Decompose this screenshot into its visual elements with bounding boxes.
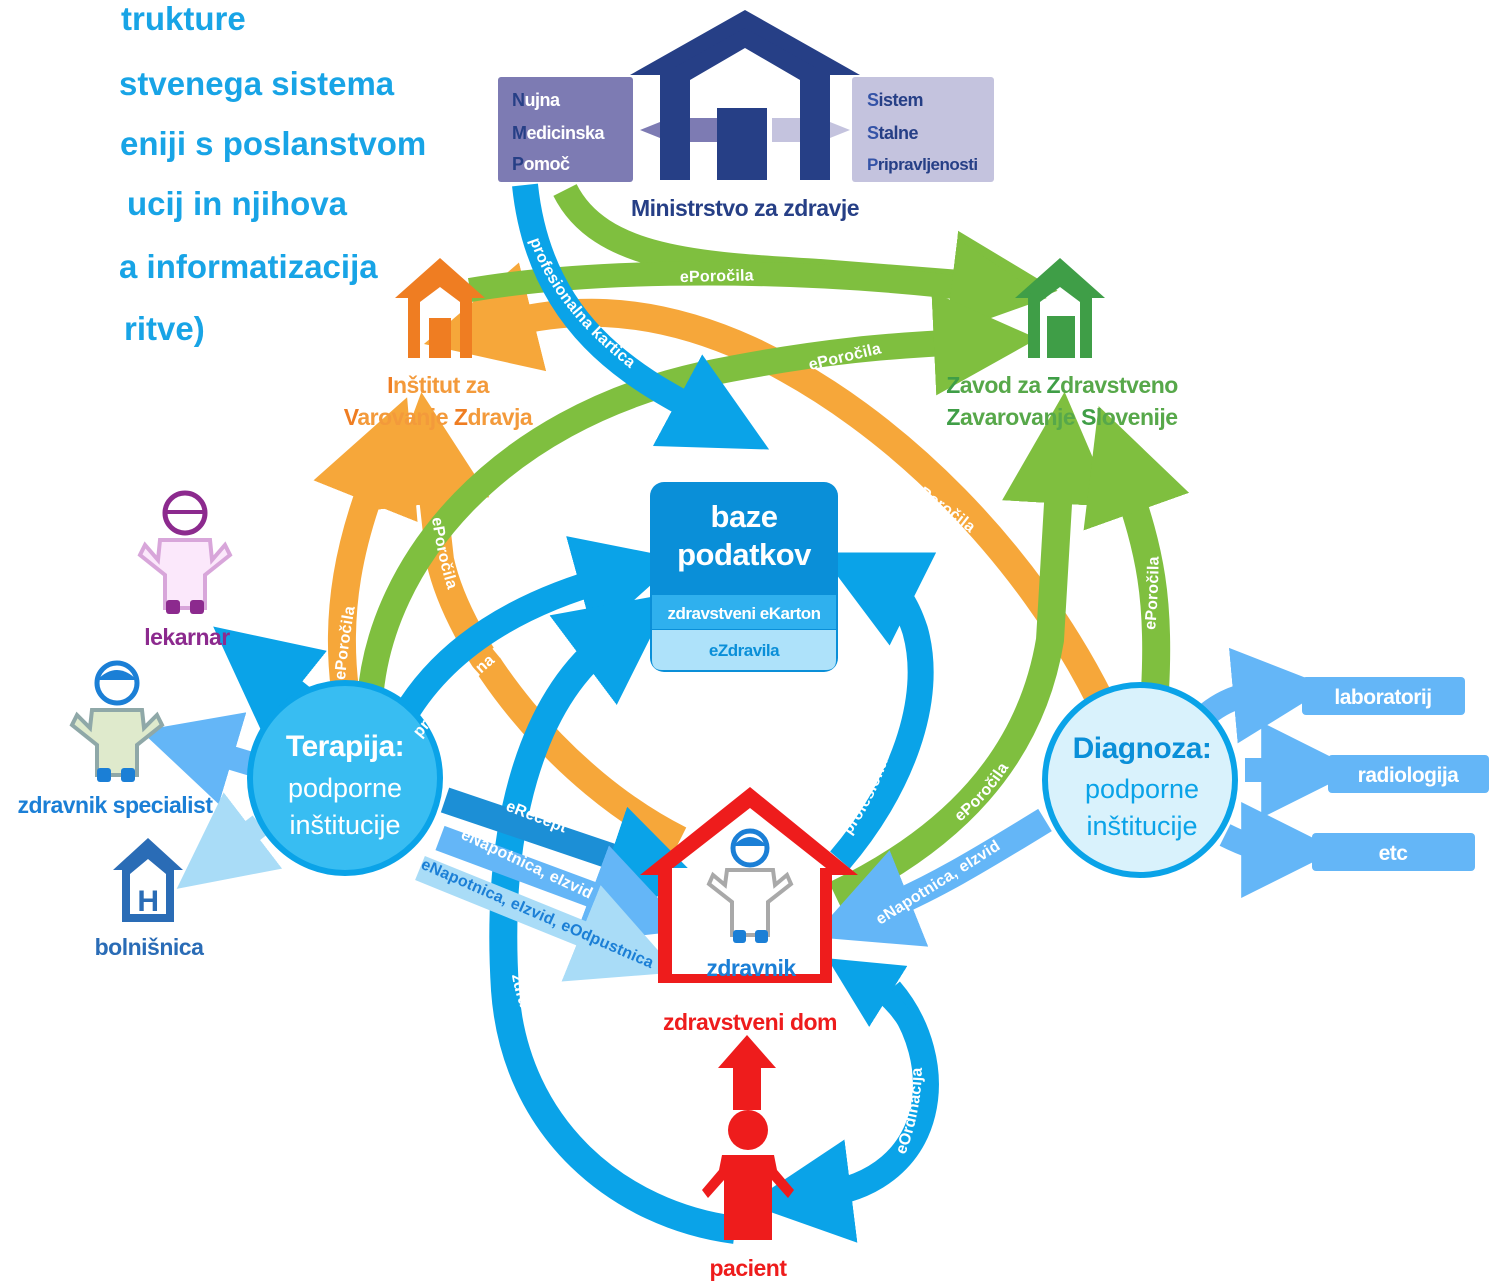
therapy-title: Terapija:: [286, 730, 404, 763]
flow-ivz-to-zzzs: [468, 238, 1047, 335]
services: laboratorij radiologija etc: [1302, 677, 1489, 871]
ekarton-label: zdravstveni eKarton: [668, 604, 821, 623]
hospital-sign: H: [137, 885, 158, 918]
zzzs-line-1: Zavod za Zdravstveno: [946, 372, 1178, 398]
flow-diagnosis-to-etc: [1219, 801, 1338, 898]
diagnosis-circle: [1042, 682, 1238, 878]
flow-doctor-to-databases: [819, 552, 937, 869]
laboratory-label: laboratorij: [1334, 686, 1431, 709]
title-line-2: stvenega sistema: [119, 65, 395, 102]
flow-diagnosis-to-zzzs: [1083, 406, 1190, 691]
hospital-label: bolnišnica: [95, 934, 204, 960]
flow-enapotnica-diagnosis: [812, 808, 1052, 947]
databases-title-2: podatkov: [677, 537, 812, 572]
specialist-label: zdravnik specialist: [17, 792, 213, 818]
zzzs-house-door: [1047, 316, 1075, 358]
flow-therapy-to-ivz: [313, 397, 418, 692]
ssp-line-2: Stalne: [867, 123, 919, 143]
flow-therapy-to-hospital: [176, 792, 283, 889]
ssp-box: [852, 77, 994, 182]
specialist-figure: zdravnik specialist: [17, 660, 214, 818]
health-center-label: zdravstveni dom: [663, 1009, 837, 1035]
databases-title-1: baze: [711, 499, 778, 534]
patient-label: pacient: [709, 1255, 787, 1281]
doctor-head: [730, 828, 770, 868]
laboratory-box: [1302, 677, 1465, 715]
diagnosis-line-1: podporne: [1085, 774, 1199, 804]
etc-box: [1312, 833, 1475, 871]
ivz-line-2: Varovanje Zdravja: [344, 404, 533, 430]
patient-body: [702, 1155, 794, 1240]
ministry-house-roof: [630, 10, 860, 75]
radiology-label: radiologija: [1358, 764, 1460, 787]
health-center: zdravnik zdravstveni dom: [640, 787, 858, 1035]
pharmacist-body: [137, 538, 233, 610]
therapy-node: Terapija: podporne inštitucije: [247, 680, 443, 876]
ssp-line-1: Sistem: [867, 90, 923, 110]
title-line-5: a informatizacija: [119, 248, 378, 285]
ministry-label: Ministrstvo za zdravje: [631, 195, 859, 221]
ivz: Inštitut za Varovanje Zdravja: [344, 258, 533, 430]
zzzs-house-body: [1028, 270, 1092, 358]
databases-row-ekarton: [652, 595, 836, 629]
label-eporocila-top: ePoročila: [680, 267, 754, 286]
ministry-house-door: [717, 108, 767, 180]
health-center-house: [640, 787, 858, 983]
pharmacist-label: lekarnar: [144, 624, 230, 650]
title-line-4: ucij in njihova: [127, 185, 348, 222]
ivz-house-body: [408, 270, 472, 358]
flow-enapotnica-full: [415, 855, 678, 982]
doctor-label: zdravnik: [706, 955, 796, 981]
ministry-house-body: [670, 28, 820, 180]
diagnosis-title: Diagnoza:: [1073, 732, 1212, 765]
therapy-line-2: inštitucije: [289, 810, 400, 840]
flow-therapy-to-databases: [393, 536, 681, 722]
title-line-3: eniji s poslanstvom: [120, 125, 426, 162]
specialist-body: [69, 708, 165, 777]
ivz-house-door: [429, 318, 451, 358]
patient-figure: pacient: [702, 1110, 794, 1281]
ministry: Nujna Medicinska Pomoč Sistem Stalne Pri…: [498, 10, 994, 221]
hospital: H bolnišnica: [95, 838, 205, 960]
patient-arrow-head: [718, 1035, 776, 1068]
databases: baze podatkov zdravstveni eKarton eZdrav…: [650, 482, 838, 672]
therapy-line-1: podporne: [288, 773, 402, 803]
databases-row-ezdravila: [652, 630, 836, 670]
hospital-body: [122, 846, 174, 922]
specialist-head: [94, 660, 140, 706]
nmp-line-2: Medicinska: [512, 123, 606, 143]
label-eporocila-diagnosis-zzzs: ePoročila: [1142, 556, 1163, 630]
title-line-6: ritve): [124, 310, 205, 347]
title-line-1: trukture: [121, 0, 246, 37]
diagnosis-node: Diagnoza: podporne inštitucije: [1042, 682, 1238, 878]
patient-arrow-shaft: [733, 1065, 761, 1110]
flow-patient-card: [489, 592, 737, 1244]
etc-label: etc: [1379, 842, 1409, 865]
ezdravila-label: eZdravila: [709, 641, 780, 660]
zzzs: Zavod za Zdravstveno Zavarovanje Sloveni…: [946, 258, 1179, 430]
flow-therapy-to-specialist: [140, 712, 259, 805]
radiology-box: [1328, 755, 1489, 793]
patient-head: [728, 1110, 768, 1150]
flow-eordinacija-to-doctor: [827, 958, 934, 1123]
flow-nmp-to-databases: [512, 183, 770, 450]
nmp-box: [498, 77, 633, 182]
ssp-line-3: Pripravljenosti: [867, 155, 978, 174]
diagram-title: trukture stvenega sistema eniji s poslan…: [119, 0, 426, 347]
therapy-circle: [247, 680, 443, 876]
pharmacist-figure: lekarnar: [137, 490, 233, 650]
diagnosis-line-2: inštitucije: [1086, 811, 1197, 841]
nmp-line-1: Nujna: [512, 90, 561, 110]
nmp-line-3: Pomoč: [512, 154, 570, 174]
ivz-line-1: Inštitut za: [387, 372, 490, 398]
zzzs-line-2: Zavarovanje Slovenije: [946, 404, 1177, 430]
